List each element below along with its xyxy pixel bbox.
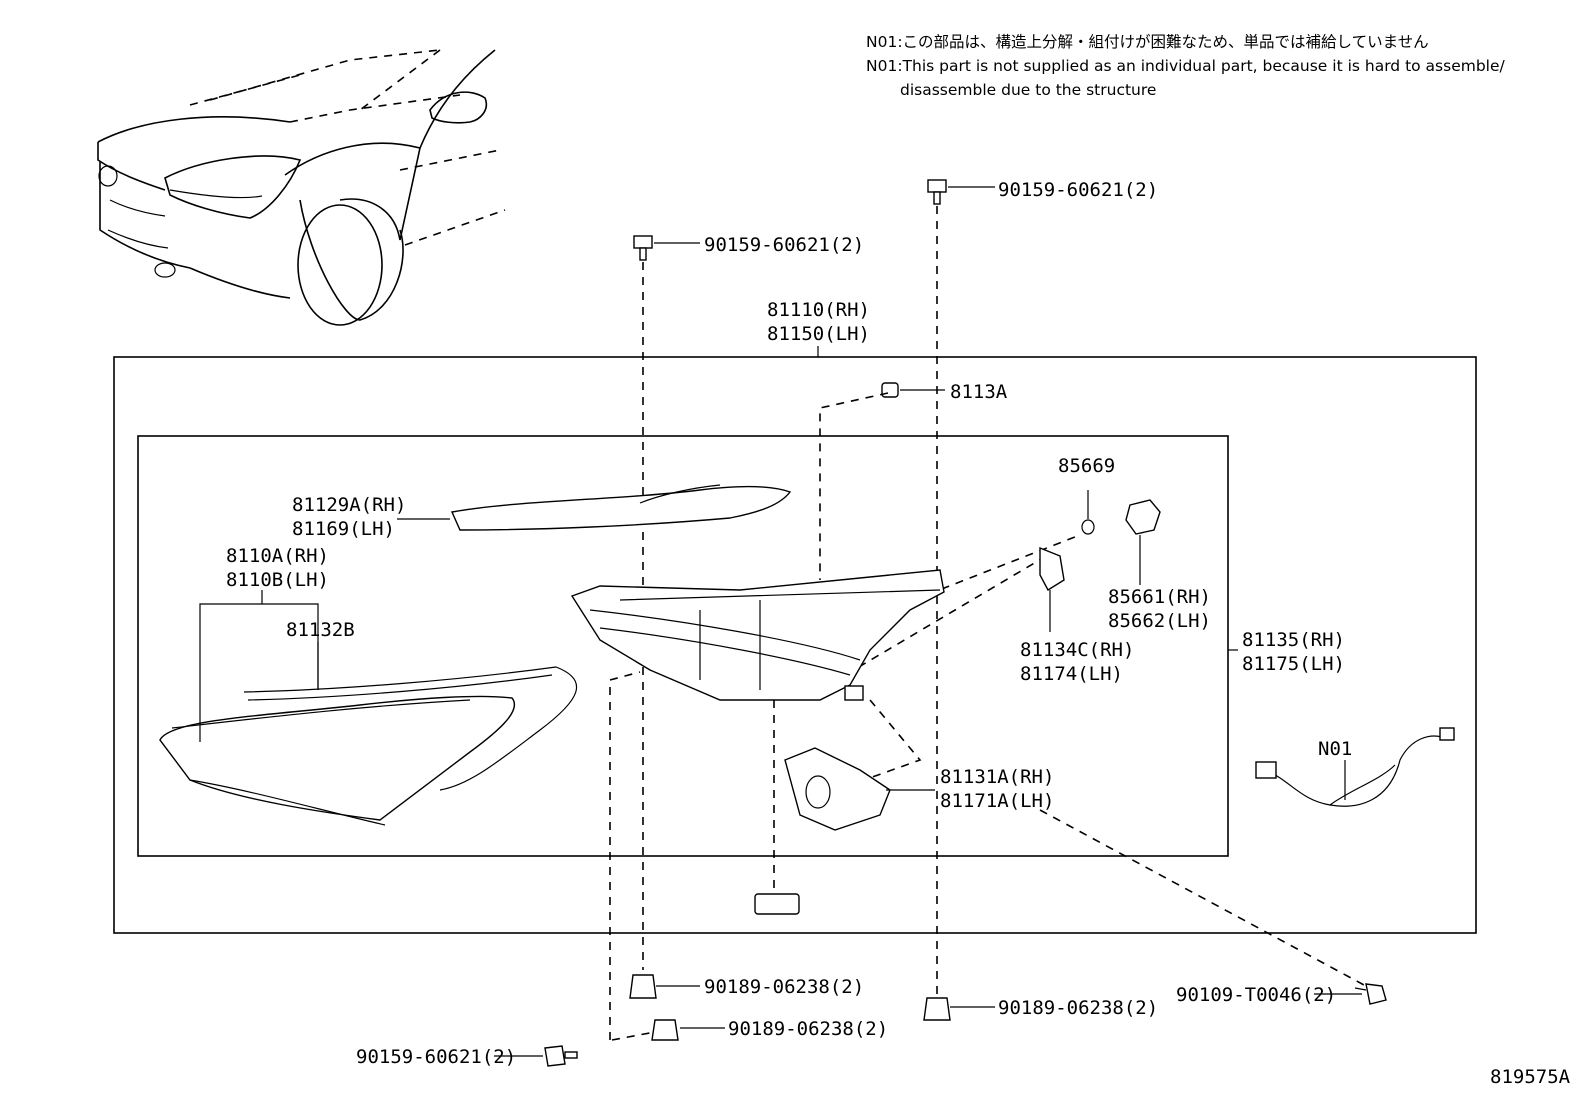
clip-icon-bottom-right: [923, 997, 951, 1021]
label-assembly-lh: 81150(LH): [767, 323, 870, 345]
bolt-icon-top-left: [633, 235, 653, 261]
clip-icon-bottom-lower: [651, 1019, 679, 1041]
label-gasket: 81132B: [286, 619, 355, 641]
bolt-icon-top-right: [927, 179, 947, 205]
control-module-icon: [754, 893, 800, 915]
label-actuator-rh: 81134C(RH): [1020, 639, 1134, 661]
assembly-inner-box: [137, 435, 1229, 857]
note-english-line2: disassemble due to the structure: [900, 81, 1157, 99]
label-bolt-top-right: 90159-60621(2): [998, 179, 1158, 201]
wire-harness-icon: [1255, 727, 1455, 807]
label-bolt-top-left: 90159-60621(2): [704, 234, 864, 256]
label-housing-lh: 81175(LH): [1242, 653, 1345, 675]
label-8113a: 8113A: [950, 381, 1008, 403]
lens-gasket-icon: [243, 666, 578, 791]
label-cover-lh: 81169(LH): [292, 518, 395, 540]
label-socket-rh: 85661(RH): [1108, 586, 1211, 608]
headlamp-cover-strip-icon: [450, 484, 792, 531]
label-wire: N01: [1318, 738, 1352, 760]
headlamp-lens-icon: [159, 695, 516, 826]
bolt-icon-bottom: [544, 1045, 578, 1067]
label-cover-rh: 81129A(RH): [292, 494, 406, 516]
label-clip-left: 90189-06238(2): [704, 976, 864, 998]
clip-icon-8113a: [881, 382, 899, 398]
label-socket-lh: 85662(LH): [1108, 610, 1211, 632]
assembly-outer-box: [113, 356, 1477, 934]
clip-icon-bottom-left: [629, 974, 657, 999]
label-85669: 85669: [1058, 455, 1115, 477]
note-english-line1: N01:This part is not supplied as an indi…: [866, 57, 1505, 75]
label-lens-rh: 8110A(RH): [226, 545, 329, 567]
label-screw: 90109-T0046(2): [1176, 984, 1336, 1006]
o-ring-icon: [1081, 519, 1095, 535]
label-clip-lower: 90189-06238(2): [728, 1018, 888, 1040]
label-assembly-rh: 81110(RH): [767, 299, 870, 321]
label-clip-right: 90189-06238(2): [998, 997, 1158, 1019]
label-unit-lh: 81171A(LH): [940, 790, 1054, 812]
label-unit-rh: 81131A(RH): [940, 766, 1054, 788]
label-actuator-lh: 81174(LH): [1020, 663, 1123, 685]
screw-icon: [1354, 983, 1387, 1005]
headlamp-housing-icon: [570, 569, 945, 701]
label-bolt-bottom: 90159-60621(2): [356, 1046, 516, 1068]
note-japanese: N01:この部品は、構造上分解・組付けが困難なため、単品では補給していません: [866, 33, 1429, 51]
drawing-number: 819575A: [1490, 1066, 1571, 1088]
label-housing-rh: 81135(RH): [1242, 629, 1345, 651]
vehicle-sketch: [97, 49, 506, 326]
label-lens-lh: 8110B(LH): [226, 569, 329, 591]
bulb-socket-icon: [1125, 499, 1161, 585]
projector-unit-icon: [784, 747, 891, 831]
leveling-actuator-icon: [1039, 546, 1065, 632]
